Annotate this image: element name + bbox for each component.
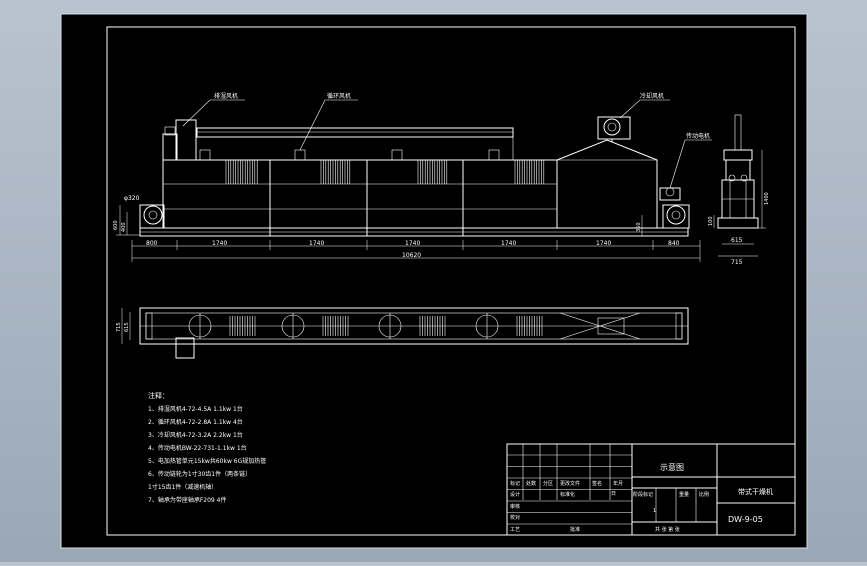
dim-seg-5: 1740	[596, 240, 611, 247]
notes: 注释： 1、排湿风机4-72-4.5A 1.1kw 1台 2、循环风机4-72-…	[148, 391, 266, 504]
dim-plan-h1: 715	[116, 322, 122, 332]
tb-standard: 标准化	[560, 491, 575, 498]
front-dimension-lines	[116, 205, 701, 262]
note-line: 4、传动电机BW-22-731-1.1kw 1台	[148, 444, 247, 452]
dim-seg-end: 840	[668, 240, 680, 247]
dim-seg-3: 1740	[405, 240, 420, 247]
tb-day: 日	[611, 491, 616, 497]
product-name: 带式干燥机	[738, 487, 773, 496]
label-circulation-fan: 循环风机	[327, 92, 351, 100]
note-line: 2、循环风机4-72-2.8A 1.1kw 4台	[148, 418, 243, 426]
tb-sheet-num: 1	[653, 508, 656, 514]
dim-seg-4: 1740	[501, 240, 516, 247]
label-exhaust-fan: 排湿风机	[214, 92, 238, 100]
tb-mark: 标记	[510, 480, 520, 487]
tb-sheet: 共 张 第 张	[655, 526, 680, 533]
tb-check: 校对	[510, 514, 520, 521]
dim-wheel-dia: φ320	[124, 195, 140, 202]
note-line: 6、传动链轮为1寸30齿1件（两条链）	[148, 470, 251, 478]
title-block-grid	[507, 444, 632, 525]
label-cooling-fan: 冷却风机	[640, 92, 664, 100]
note-line: 3、冷却风机4-72-3.2A 2.2kw 1台	[148, 431, 243, 439]
tb-change-doc: 更改文件	[560, 480, 580, 487]
note-line: 7、轴承为带座轴承F209 4件	[148, 496, 226, 504]
drawing-number: DW-9-05	[728, 515, 763, 524]
front-elevation	[139, 116, 690, 237]
dim-seg-start: 800	[146, 240, 158, 247]
heater-coils	[194, 149, 545, 184]
tb-weight: 重量	[679, 491, 689, 498]
plan-view	[121, 307, 689, 359]
note-line: 1寸15齿1件（减速机轴）	[148, 483, 217, 491]
dim-seg-1: 1740	[212, 240, 227, 247]
dim-total: 10620	[402, 252, 421, 259]
tb-zone: 分区	[543, 480, 553, 487]
tb-count: 处数	[526, 480, 536, 487]
tb-review: 审核	[510, 503, 520, 510]
label-drive-motor: 传动电机	[686, 132, 710, 140]
dim-h-600: 600	[113, 220, 119, 230]
drawing-sheet	[60, 13, 808, 549]
dim-seg-2: 1740	[309, 240, 324, 247]
dim-plan-h2: 615	[124, 322, 130, 332]
drawing-name: 示意图	[660, 462, 684, 472]
dim-side-100: 100	[708, 216, 714, 226]
plan-fans	[188, 313, 543, 339]
dim-350: 350	[636, 222, 642, 232]
drawing-border	[106, 26, 796, 536]
tb-stage-mark: 阶段标记	[633, 491, 653, 498]
dim-side-w1: 615	[731, 237, 743, 244]
side-view	[713, 114, 766, 257]
dim-side-w2: 715	[731, 259, 743, 266]
dim-h-400: 400	[121, 222, 127, 232]
tb-design: 设计	[510, 491, 520, 498]
leaders	[182, 99, 712, 189]
note-line: 1、排湿风机4-72-4.5A 1.1kw 1台	[148, 405, 243, 413]
tb-scale: 比例	[699, 491, 709, 498]
tb-sign: 签名	[592, 480, 602, 487]
tb-date: 年月	[613, 480, 623, 487]
note-line: 5、电加热管单元15kw共60kw 6G规加热管	[148, 457, 266, 465]
notes-title: 注释：	[148, 391, 169, 400]
tb-approve: 批准	[570, 526, 580, 533]
tb-process: 工艺	[510, 527, 520, 533]
dim-side-h: 1400	[764, 192, 770, 205]
